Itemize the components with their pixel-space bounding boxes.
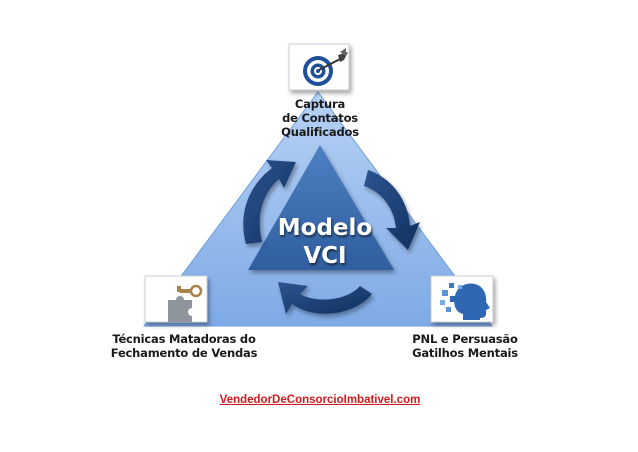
arrow-top-to-right-icon [364, 170, 420, 250]
center-title: Modelo VCI [250, 214, 400, 270]
node-top-label: Captura de Contatos Qualificados [258, 97, 382, 139]
puzzle-key-icon [144, 275, 208, 323]
node-top-line2: de Contatos [282, 111, 358, 125]
node-right-label: PNL e Persuasão Gatilhos Mentais [400, 332, 530, 360]
arrow-left-to-top-icon [243, 160, 296, 244]
footer-link[interactable]: VendedorDeConsorcioImbativel.com [219, 394, 421, 406]
node-right-line2: Gatilhos Mentais [412, 346, 518, 360]
node-top-line1: Captura [294, 97, 346, 111]
node-left-label: Técnicas Matadoras do Fechamento de Vend… [104, 332, 264, 360]
head-puzzle-icon [430, 275, 494, 323]
node-top-line3: Qualificados [281, 125, 359, 139]
target-dart-icon [288, 43, 350, 91]
inner-triangle [248, 145, 394, 270]
node-left-line1: Técnicas Matadoras do [112, 332, 256, 346]
node-right-line1: PNL e Persuasão [412, 332, 518, 346]
center-title-line1: Modelo [277, 215, 373, 241]
node-left-line2: Fechamento de Vendas [110, 346, 258, 360]
arrow-right-to-left-icon [278, 282, 372, 314]
center-title-line2: VCI [303, 243, 347, 269]
